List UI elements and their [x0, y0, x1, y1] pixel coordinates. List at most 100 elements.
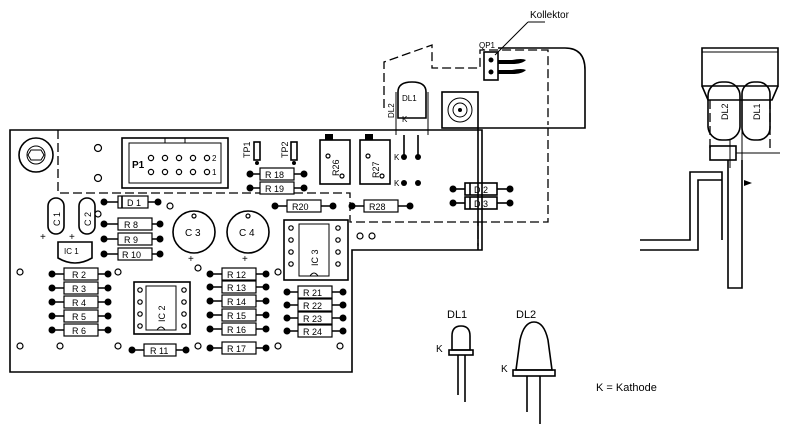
r27-label: R27 — [371, 161, 381, 178]
c3-plus: + — [188, 254, 194, 265]
r4-label: R 4 — [72, 298, 86, 308]
capacitor-c2: C 2 + — [69, 197, 96, 243]
c4-plus: + — [242, 254, 248, 265]
resistor-r13: R 13 — [206, 280, 270, 294]
r26-label: R26 — [331, 159, 341, 176]
ic3-label: IC 3 — [310, 249, 320, 266]
resistor-r10: R 10 — [100, 247, 164, 261]
r15-label: R 15 — [227, 311, 246, 321]
r24-label: R 24 — [303, 327, 322, 337]
test-point-tp2: TP2 — [280, 141, 298, 165]
trimmer-r27: R27 — [359, 134, 391, 185]
led-assembly-board: DL1 DL2 K K K — [387, 81, 429, 188]
c2-label: C 2 — [83, 212, 93, 226]
r28-label: R28 — [369, 202, 386, 212]
resistor-r18: R 18 — [246, 167, 308, 181]
pin-label-1: 1 — [212, 168, 217, 177]
mounting-screw — [18, 137, 103, 183]
ic3-socket: IC 3 — [283, 219, 349, 281]
ic1-package: IC 1 — [57, 241, 93, 264]
k-part-2: K — [501, 364, 508, 375]
dl1-board-label: DL1 — [402, 94, 417, 103]
k-board-1: K — [402, 115, 408, 124]
capacitor-c4: C 4 + — [226, 210, 270, 265]
resistor-r16: R 16 — [206, 322, 270, 336]
phototransistor-qp1: QP1 Kollektor — [479, 10, 570, 81]
diode-d3: D 3 — [449, 196, 514, 210]
resistor-r11: R 11 — [128, 343, 190, 357]
r2-label: R 2 — [72, 270, 86, 280]
tp1-label: TP1 — [242, 141, 252, 158]
bracket-solid — [477, 47, 586, 250]
c1-label: C 1 — [52, 212, 62, 226]
r12-label: R 12 — [227, 270, 246, 280]
resistor-r20: R20 — [271, 199, 337, 213]
resistor-r23: R 23 — [283, 311, 347, 325]
resistor-r22: R 22 — [283, 298, 347, 312]
via-holes — [16, 202, 376, 350]
pin-label-2: 2 — [212, 154, 217, 163]
legend-kathode: K = Kathode — [596, 382, 657, 394]
c2-plus: + — [69, 232, 75, 243]
resistor-r14: R 14 — [206, 294, 270, 308]
r5-label: R 5 — [72, 312, 86, 322]
r18-label: R 18 — [265, 170, 284, 180]
r16-label: R 16 — [227, 325, 246, 335]
d1-label: D 1 — [127, 198, 141, 208]
part-dl2: DL2 K — [501, 309, 556, 424]
ic2-label: IC 2 — [157, 305, 167, 322]
c3-label: C 3 — [185, 228, 201, 239]
trimmer-r26: R26 — [319, 134, 351, 185]
diode-d1: D 1 — [100, 195, 162, 209]
dl1-side-label: DL1 — [752, 103, 762, 120]
resistor-r3: R 3 — [48, 281, 112, 295]
part-dl1: DL1 K — [436, 309, 474, 402]
connector-p1: P1 2 1 — [121, 137, 229, 189]
r20-label: R20 — [292, 202, 309, 212]
r10-label: R 10 — [122, 250, 141, 260]
mounting-bracket — [383, 44, 549, 125]
r23-label: R 23 — [303, 314, 322, 324]
resistor-r19: R 19 — [246, 181, 308, 195]
resistor-r12: R 12 — [206, 267, 270, 281]
resistor-r4: R 4 — [48, 295, 112, 309]
resistor-r24: R 24 — [283, 324, 347, 338]
dl1-part-label: DL1 — [447, 309, 467, 321]
r19-label: R 19 — [265, 184, 284, 194]
r21-label: R 21 — [303, 288, 322, 298]
ic2-socket: IC 2 — [133, 281, 191, 335]
k-board-2: K — [394, 153, 400, 162]
dl2-side-label: DL2 — [720, 103, 730, 120]
pcb-outline — [9, 129, 483, 373]
resistor-r17: R 17 — [206, 341, 270, 355]
r17-label: R 17 — [227, 344, 246, 354]
dl2-part-label: DL2 — [516, 309, 536, 321]
resistor-r5: R 5 — [48, 309, 112, 323]
diode-d2: D 2 — [449, 182, 514, 196]
k-part-1: K — [436, 344, 443, 355]
r11-label: R 11 — [150, 346, 168, 356]
capacitor-c3: C 3 + — [172, 210, 216, 265]
r22-label: R 22 — [303, 301, 322, 311]
c4-label: C 4 — [239, 228, 255, 239]
dl2-board-label: DL2 — [387, 103, 396, 118]
d3-label: D 3 — [474, 199, 488, 209]
r3-label: R 3 — [72, 284, 86, 294]
resistor-r28: R28 — [348, 199, 414, 213]
resistor-r21: R 21 — [283, 285, 347, 299]
side-view-assembly: DL2 DL1 — [640, 47, 780, 289]
kollektor-label: Kollektor — [530, 10, 570, 21]
resistor-r9: R 9 — [100, 232, 164, 246]
k-board-3: K — [394, 179, 400, 188]
trimmer-large — [441, 91, 479, 129]
tp2-label: TP2 — [280, 141, 290, 158]
p1-label: P1 — [132, 160, 145, 171]
resistor-r8: R 8 — [100, 217, 164, 231]
r6-label: R 6 — [72, 326, 86, 336]
qp1-label: QP1 — [479, 41, 496, 50]
resistor-r2: R 2 — [48, 267, 112, 281]
resistor-r15: R 15 — [206, 308, 270, 322]
r8-label: R 8 — [124, 220, 138, 230]
r13-label: R 13 — [227, 283, 246, 293]
